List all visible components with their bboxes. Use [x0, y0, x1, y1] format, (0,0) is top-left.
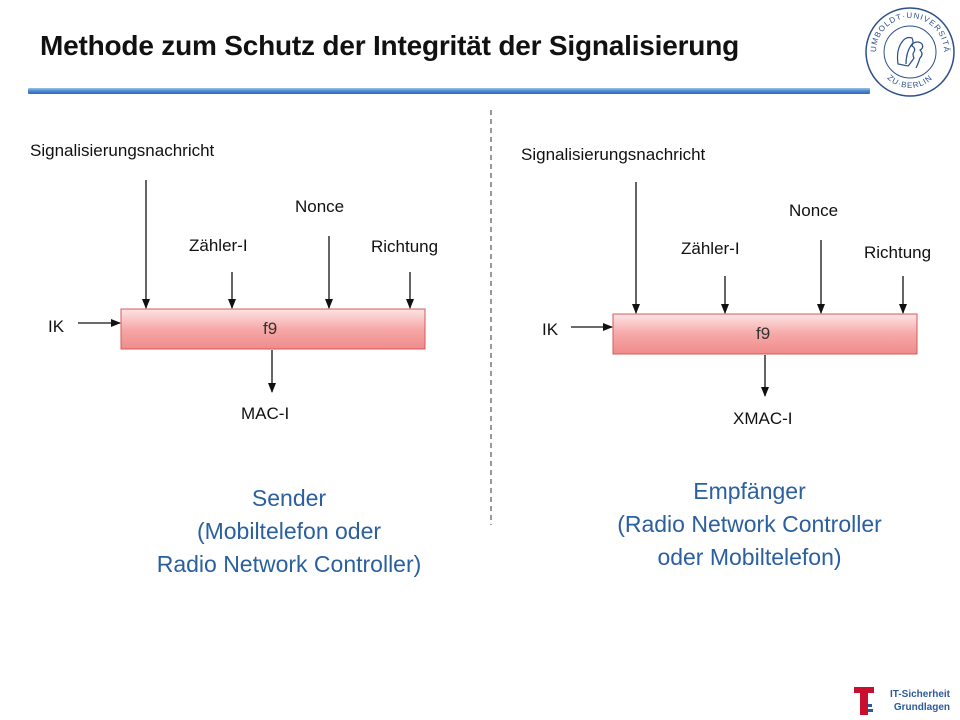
receiver-nonce-label: Nonce: [789, 201, 839, 220]
sender-output-label: MAC-I: [241, 404, 290, 423]
sender-caption-line3: Radio Network Controller): [156, 551, 422, 577]
sender-caption: Sender (Mobiltelefon oder Radio Network …: [104, 482, 474, 581]
sender-caption-line2: (Mobiltelefon oder: [196, 518, 382, 544]
receiver-caption-line2: (Radio Network Controller: [617, 511, 882, 537]
receiver-f9-box: [612, 313, 918, 355]
footer-course-label: IT-Sicherheit Grundlagen: [890, 688, 950, 714]
receiver-caption: Empfänger (Radio Network Controller oder…: [562, 475, 937, 574]
receiver-direction-label: Richtung: [864, 243, 932, 262]
sender-key-label: IK: [48, 317, 65, 336]
sender-counter-label: Zähler-I: [189, 236, 248, 255]
receiver-caption-line1: Empfänger: [693, 478, 806, 504]
title-underline: [28, 88, 870, 94]
sender-direction-label: Richtung: [371, 237, 439, 256]
slide-title: Methode zum Schutz der Integrität der Si…: [40, 30, 740, 61]
receiver-output-label: XMAC-I: [733, 409, 793, 428]
receiver-diagram: [571, 182, 918, 397]
footer-line1: IT-Sicherheit: [889, 689, 950, 700]
sender-message-label: Signalisierungsnachricht: [30, 141, 215, 160]
sender-function-label: f9: [263, 319, 278, 338]
university-seal-logo: HUMBOLDT·UNIVERSITÄT ZU·BERLIN: [862, 2, 955, 97]
sender-caption-line1: Sender: [251, 485, 327, 511]
it-security-key-logo: [854, 687, 874, 715]
receiver-caption-line3: oder Mobiltelefon): [657, 544, 842, 570]
receiver-key-label: IK: [542, 320, 559, 339]
receiver-function-label: f9: [756, 324, 771, 343]
sender-diagram: [78, 180, 426, 393]
receiver-message-label: Signalisierungsnachricht: [521, 145, 706, 164]
receiver-counter-label: Zähler-I: [681, 239, 740, 258]
footer-line2: Grundlagen: [893, 702, 950, 713]
sender-f9-box: [120, 308, 426, 350]
sender-nonce-label: Nonce: [295, 197, 345, 216]
